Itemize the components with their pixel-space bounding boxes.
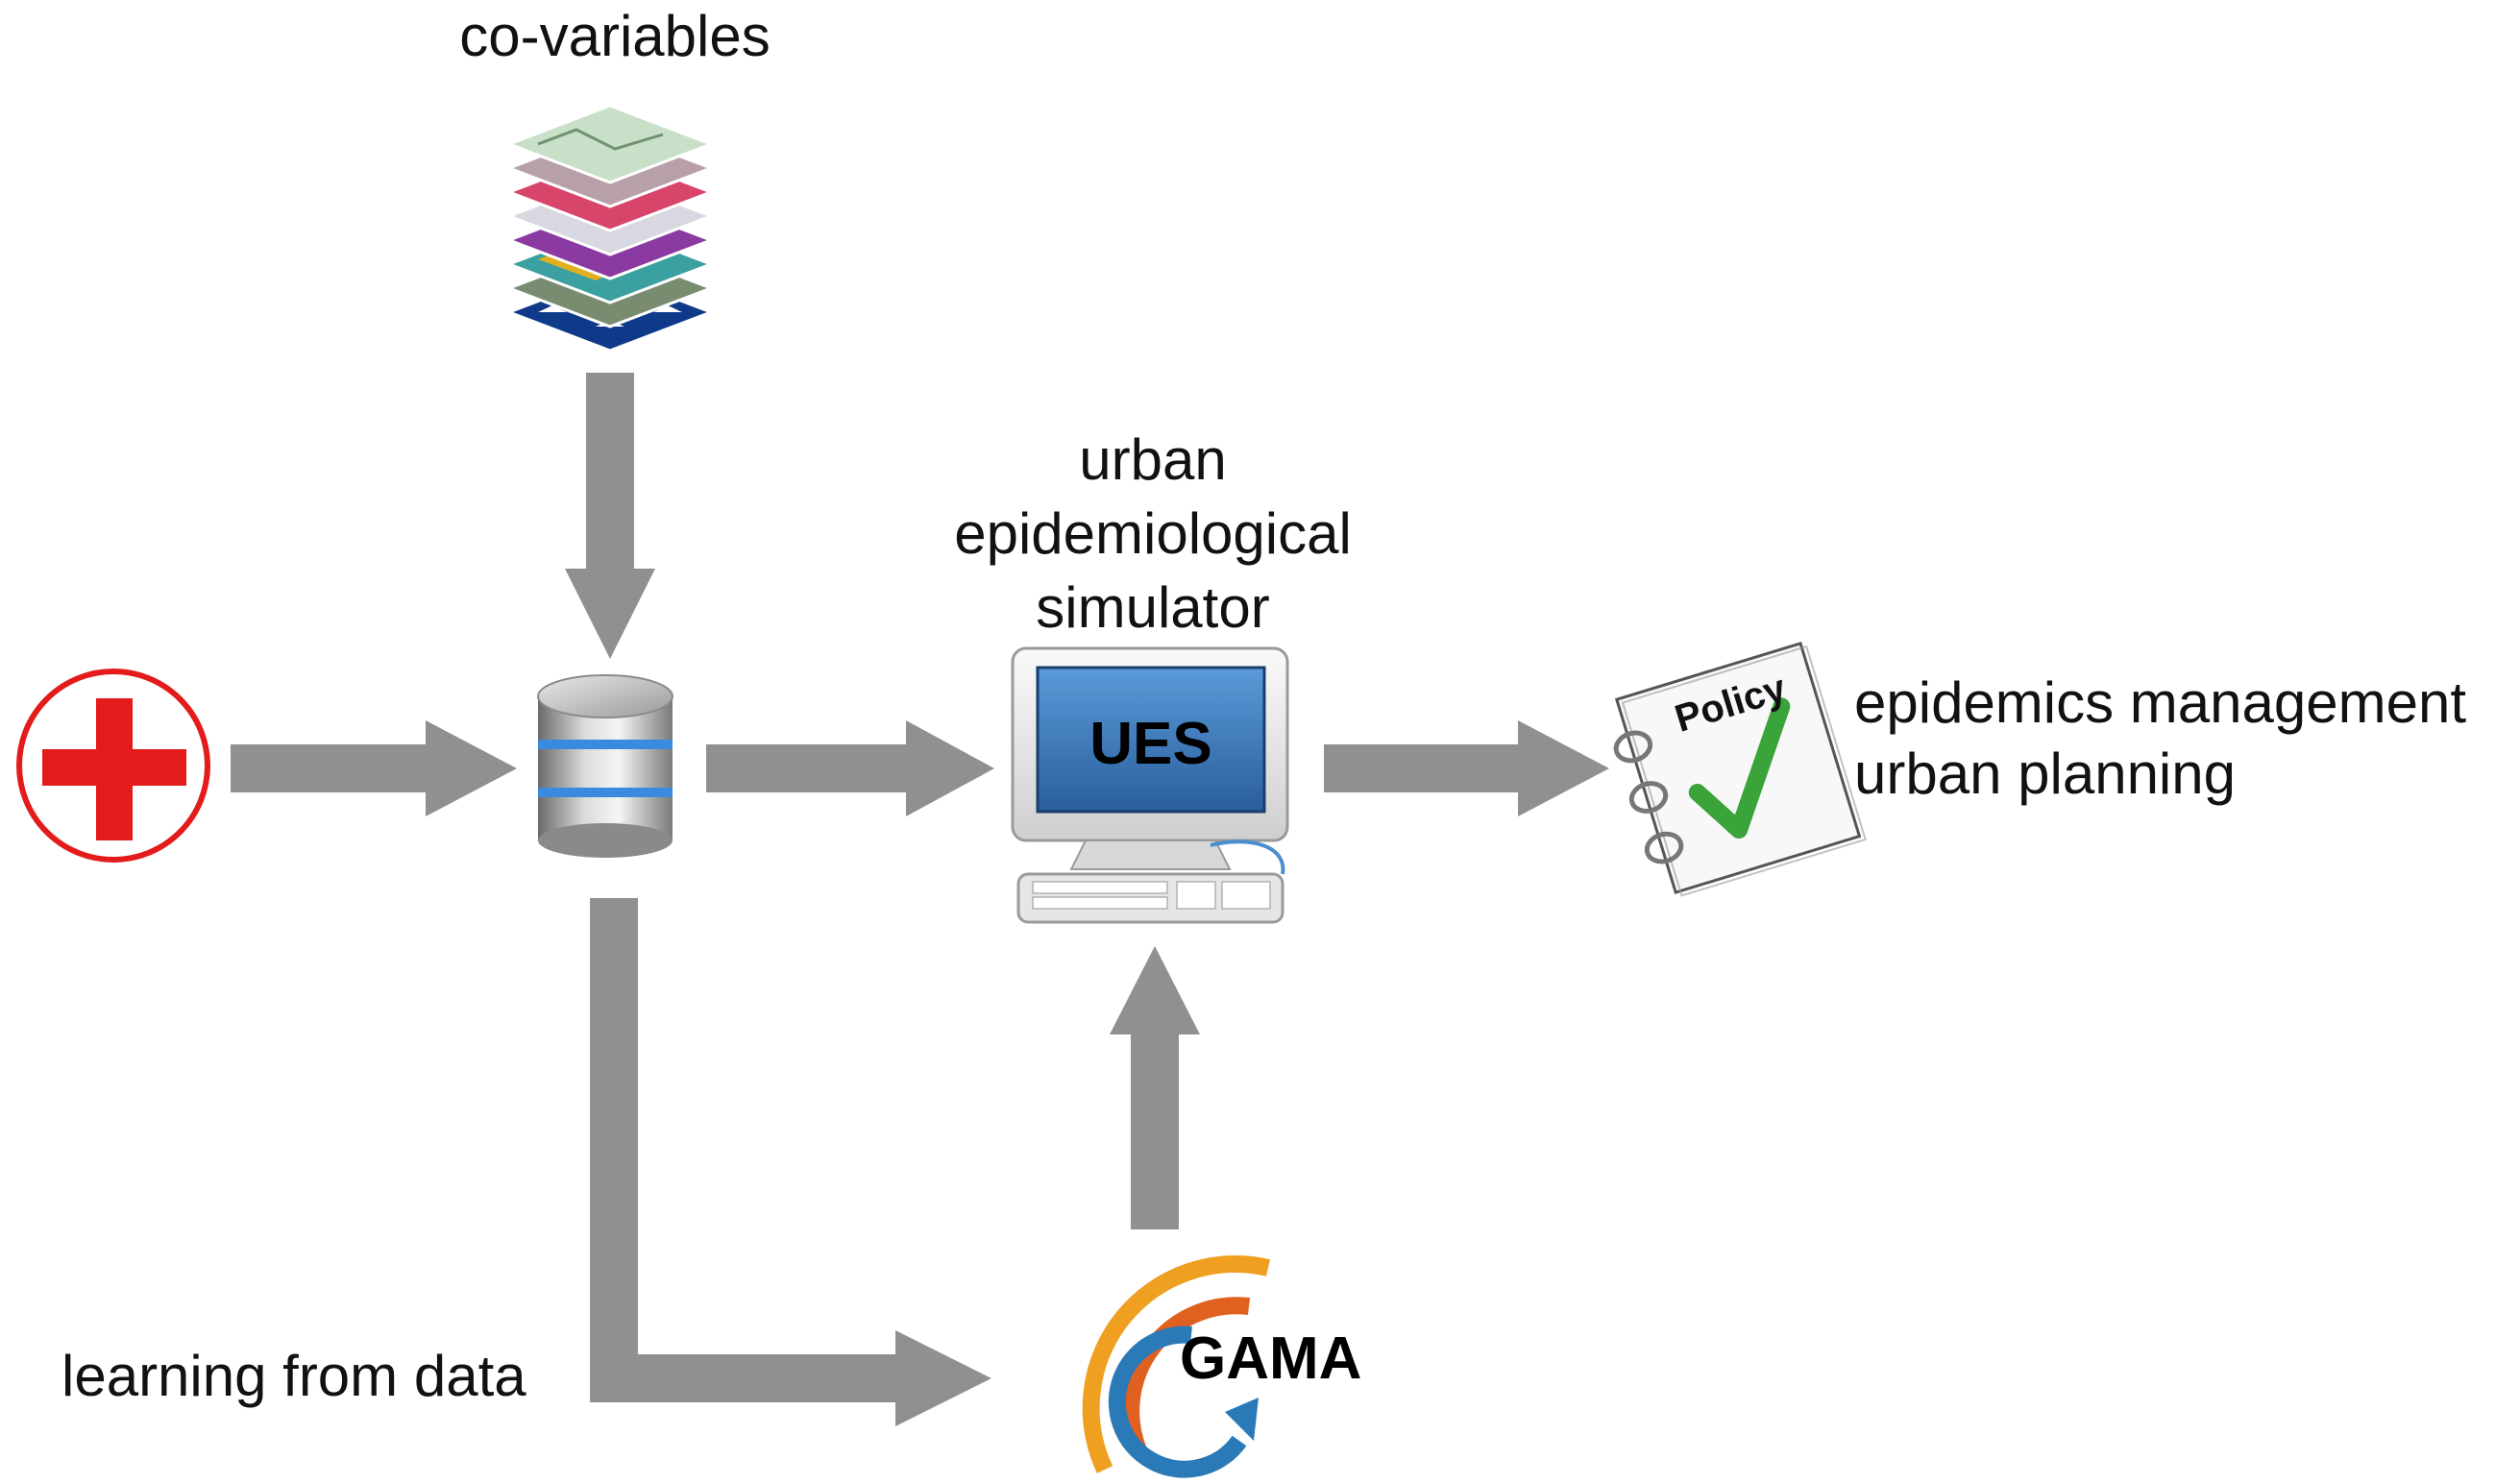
- arrow-database-to-gama: [590, 898, 991, 1426]
- simulator-label-line-1: urban: [1079, 427, 1227, 492]
- arrow-database-to-simulator: [706, 720, 994, 816]
- outcome-label-line-1: epidemics management: [1854, 670, 2467, 735]
- arrow-covariables-to-database: [565, 373, 655, 659]
- monitor-screen-text: UES: [1089, 711, 1211, 777]
- arrow-simulator-to-policy: [1324, 720, 1609, 816]
- computer-monitor-icon: [1011, 646, 1289, 924]
- learning-label: learning from data: [61, 1344, 526, 1408]
- database-icon: [537, 674, 673, 858]
- simulator-label-line-3: simulator: [1036, 575, 1270, 640]
- covariables-label: co-variables: [459, 4, 771, 68]
- map-layers-icon: [504, 104, 716, 353]
- policy-notebook-icon: [1613, 641, 1867, 897]
- simulator-label-line-2: epidemiological: [954, 501, 1352, 566]
- arrow-hospital-to-database: [231, 720, 517, 816]
- gama-logo-text: GAMA: [1180, 1326, 1361, 1392]
- simulator-label: urban epidemiological simulator: [954, 423, 1352, 645]
- outcome-label-line-2: urban planning: [1854, 742, 2237, 806]
- outcome-label: epidemics management urban planning: [1854, 668, 2466, 810]
- hospital-cross-icon: [16, 669, 210, 863]
- gama-logo-icon: [1082, 1255, 1271, 1478]
- arrow-gama-to-simulator: [1110, 946, 1200, 1229]
